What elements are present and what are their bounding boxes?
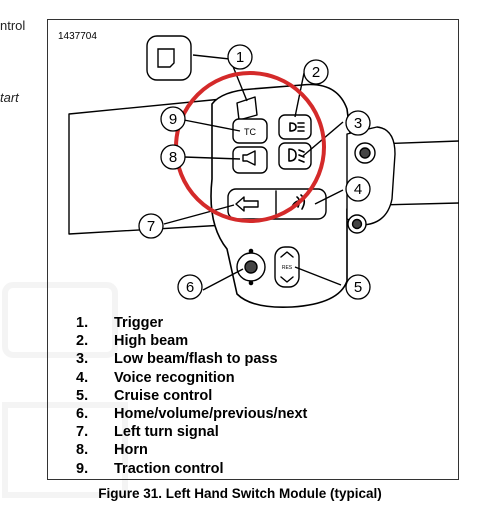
- leader-2: [294, 72, 305, 118]
- leader-7: [163, 204, 235, 225]
- svg-text:2: 2: [312, 64, 320, 81]
- leader-5: [294, 266, 342, 286]
- svg-text:3: 3: [354, 115, 362, 132]
- switch-module-diagram: TC RES 1 2 3: [68, 35, 459, 309]
- callout-3: 3: [345, 110, 371, 136]
- svg-text:1: 1: [236, 49, 244, 66]
- legend-item: 3.Low beam/flash to pass: [76, 351, 278, 368]
- leader-9: [183, 119, 241, 132]
- legend-item: 9.Traction control: [76, 460, 224, 477]
- svg-text:6: 6: [186, 279, 194, 296]
- callout-7: 7: [138, 213, 164, 239]
- leader-8: [183, 156, 241, 160]
- legend-list: 1.Trigger 2.High beam 3.Low beam/flash t…: [76, 314, 436, 478]
- svg-text:9: 9: [169, 111, 177, 128]
- callout-2: 2: [303, 59, 329, 85]
- callout-4: 4: [345, 176, 371, 202]
- legend-item: 1.Trigger: [76, 315, 164, 331]
- clipped-side-text-italic: tart: [0, 90, 19, 105]
- svg-text:8: 8: [169, 149, 177, 166]
- legend-item: 2.High beam: [76, 333, 189, 350]
- mount-bracket: [346, 126, 396, 226]
- clipped-side-text: ntrol: [0, 18, 26, 33]
- figure-frame: [47, 19, 459, 480]
- leader-4: [314, 189, 344, 205]
- callout-8: 8: [160, 144, 186, 170]
- high-beam-button: [278, 114, 312, 140]
- legend-item: 6.Home/volume/previous/next: [76, 406, 308, 423]
- legend-item: 7.Left turn signal: [76, 424, 219, 441]
- callout-9: 9: [160, 106, 186, 132]
- low-beam-button: [278, 142, 312, 170]
- svg-text:5: 5: [354, 279, 362, 296]
- legend-item: 8.Horn: [76, 442, 148, 459]
- callout-6: 6: [177, 274, 203, 300]
- svg-text:4: 4: [354, 181, 362, 198]
- svg-text:7: 7: [147, 218, 155, 235]
- svg-text:TC: TC: [244, 127, 256, 137]
- callout-1: 1: [227, 44, 253, 70]
- legend-item: 5.Cruise control: [76, 387, 213, 404]
- leader-6: [202, 268, 244, 291]
- legend-item: 4.Voice recognition: [76, 369, 235, 386]
- callout-5: 5: [345, 274, 371, 300]
- svg-text:RES: RES: [282, 265, 293, 271]
- traction-control-button: [232, 118, 268, 144]
- left-arrow-glyph: [235, 196, 259, 212]
- figure-caption: Figure 31. Left Hand Switch Module (typi…: [98, 486, 382, 501]
- trigger-lever: [236, 96, 258, 121]
- horn-button: [232, 146, 268, 174]
- figure-id: 1437704: [58, 31, 97, 42]
